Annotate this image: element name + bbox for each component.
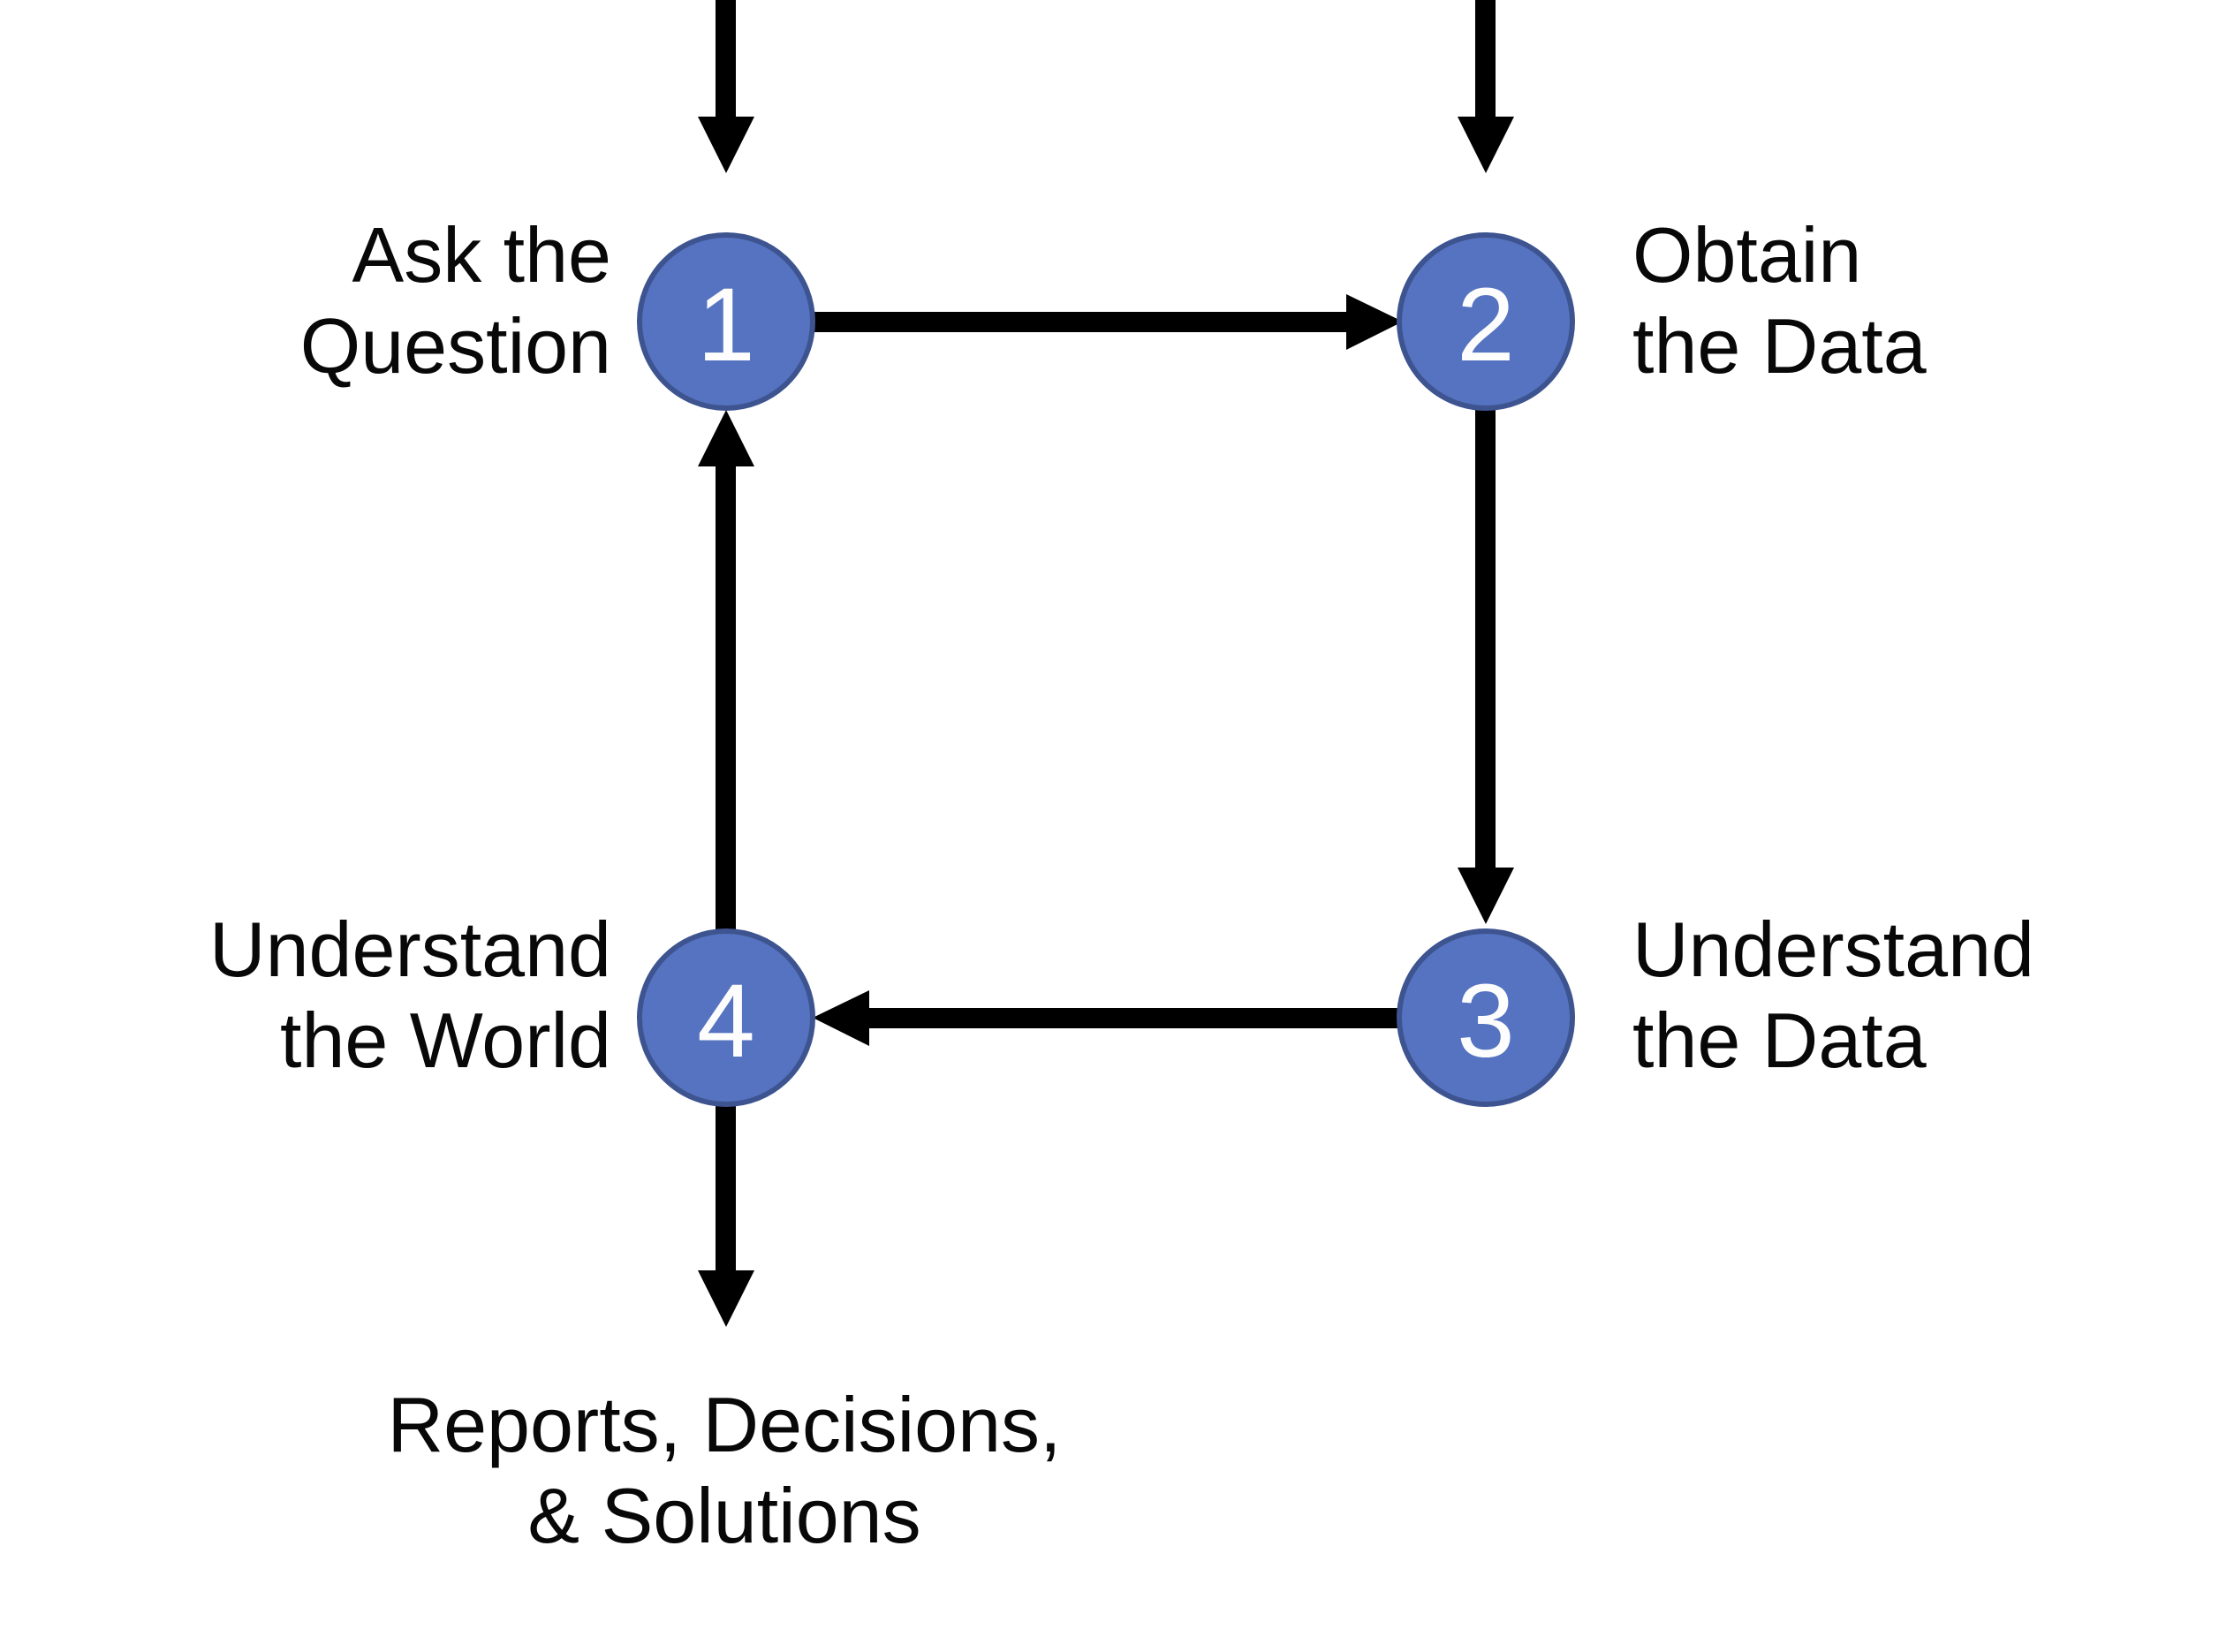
node-3-number: 3 (1457, 963, 1515, 1080)
edge-input-to-node-2-shaft (1475, 0, 1496, 122)
node-4[interactable]: 4 (637, 928, 815, 1107)
node-4-circle[interactable] (637, 928, 815, 1107)
edge-node-2-to-node-3-arrowhead (1458, 868, 1514, 924)
edge-input-to-node-1 (698, 0, 754, 173)
edge-node-4-to-outputs-arrowhead (698, 1270, 754, 1327)
edge-node-4-to-node-1-shaft (716, 463, 736, 929)
node-4-number: 4 (697, 963, 755, 1080)
node-4-label: Understand the World (209, 906, 611, 1084)
node-1-circle[interactable] (637, 232, 815, 411)
node-3[interactable]: 3 (1397, 928, 1575, 1107)
node-2-circle[interactable] (1397, 232, 1575, 411)
edge-input-to-node-1-shaft (716, 0, 736, 122)
node-2-number: 2 (1457, 267, 1515, 383)
node-2-label: Obtain the Data (1632, 211, 1927, 390)
edge-node-1-to-node-2-arrowhead (1346, 294, 1403, 350)
edge-input-to-node-2-arrowhead (1458, 117, 1514, 173)
node-3-label: Understand the Data (1632, 906, 2034, 1084)
outputs-label: Reports, Decisions, & Solutions (387, 1381, 1062, 1559)
edge-node-2-to-node-3 (1458, 405, 1514, 924)
edge-node-4-to-node-1 (698, 410, 754, 929)
edge-input-to-node-1-arrowhead (698, 117, 754, 173)
edge-node-4-to-node-1-arrowhead (698, 410, 754, 466)
edge-node-3-to-node-4-shaft (866, 1008, 1403, 1028)
edge-node-4-to-outputs-shaft (716, 1101, 736, 1272)
edge-node-4-to-outputs (698, 1101, 754, 1327)
edge-node-3-to-node-4-arrowhead (813, 990, 869, 1046)
node-1[interactable]: 1 (637, 232, 815, 411)
edge-input-to-node-2 (1458, 0, 1514, 173)
node-3-circle[interactable] (1397, 928, 1575, 1107)
node-1-number: 1 (697, 267, 755, 383)
edge-node-1-to-node-2-shaft (813, 312, 1352, 332)
edge-node-2-to-node-3-shaft (1475, 405, 1496, 871)
node-1-label: Ask the Question (299, 211, 611, 390)
edge-node-1-to-node-2 (813, 294, 1403, 350)
node-2[interactable]: 2 (1397, 232, 1575, 411)
edge-node-3-to-node-4 (813, 990, 1403, 1046)
